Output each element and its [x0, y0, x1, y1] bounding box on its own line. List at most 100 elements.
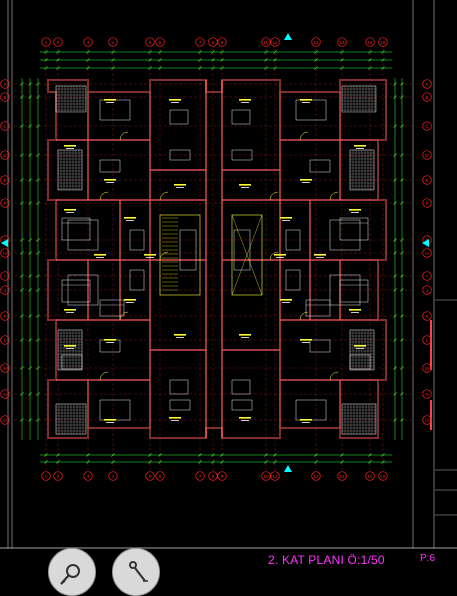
bed — [99, 299, 125, 317]
dimension-tick — [314, 453, 318, 457]
grid-bubble-label: 8 — [212, 474, 215, 479]
dimension-layer — [20, 50, 404, 464]
door-swing — [299, 131, 309, 141]
grid-bubble — [311, 471, 321, 481]
furniture-block — [329, 219, 361, 251]
grid-bubble — [53, 471, 63, 481]
room-label-mark — [300, 179, 312, 181]
grid-bubble-label: O — [425, 418, 429, 423]
grid-bubble-label: 9 — [221, 474, 224, 479]
grid-bubble-label: 15 — [380, 474, 386, 479]
dimension-tick — [264, 460, 268, 464]
dimension-tick — [56, 50, 60, 54]
measure-tool-button[interactable] — [48, 548, 96, 596]
grid-bubble — [311, 37, 321, 47]
room-area-mark — [66, 148, 74, 149]
dimension-tick — [393, 95, 397, 99]
dimension-tick — [44, 460, 48, 464]
grid-bubble-label: 8 — [212, 40, 215, 45]
grid-bubble — [53, 37, 63, 47]
grid-bubble-label: B — [3, 95, 6, 100]
grid-bubble — [0, 150, 10, 160]
dimension-tick — [400, 314, 404, 318]
grid-bubble-label: F — [426, 201, 429, 206]
brush-icon — [129, 561, 148, 582]
dimension-tick — [381, 66, 385, 70]
grid-bubble — [422, 79, 432, 89]
grid-bubble-label: D — [3, 153, 7, 158]
dimension-tick — [20, 338, 24, 342]
grid-bubble — [365, 37, 375, 47]
door-swing — [269, 191, 279, 201]
dimension-tick — [28, 238, 32, 242]
furniture-block — [285, 229, 301, 251]
dimension-tick — [381, 58, 385, 62]
dimension-tick — [20, 366, 24, 370]
grid-bubble-label: C — [3, 124, 7, 129]
grid-bubble — [0, 363, 10, 373]
room-area-mark — [66, 348, 74, 349]
outer-wall-inner — [47, 79, 387, 439]
room-area-mark — [302, 422, 310, 423]
dimension-tick — [36, 288, 40, 292]
grid-bubble-label: 10 — [263, 40, 269, 45]
grid-bubble — [108, 37, 118, 47]
grid-bubble — [422, 415, 432, 425]
dimension-tick — [20, 178, 24, 182]
grid-bubble-label: 5 — [149, 474, 152, 479]
dimension-tick — [28, 338, 32, 342]
grid-bubble-label: N — [425, 392, 428, 397]
dimension-tick — [264, 50, 268, 54]
room-label-mark — [104, 419, 116, 421]
room-area-mark — [302, 102, 310, 103]
dimension-tick — [28, 274, 32, 278]
grid-bubble — [270, 471, 280, 481]
furniture-block — [129, 269, 145, 291]
stair-outline — [159, 214, 201, 296]
grid-bubble — [337, 37, 347, 47]
dimension-tick — [86, 453, 90, 457]
grid-bubble-label: 11 — [273, 40, 278, 45]
room-label-mark — [104, 339, 116, 341]
room-area-mark — [241, 102, 249, 103]
dimension-tick — [314, 66, 318, 70]
dimension-tick — [28, 314, 32, 318]
grid-bubble-label: H — [3, 251, 6, 256]
hatched-balcony — [341, 403, 377, 435]
room-label-mark — [280, 217, 292, 219]
grid-bubble — [422, 311, 432, 321]
grid-bubble-label: L — [426, 338, 429, 343]
dimension-tick — [400, 392, 404, 396]
grid-bubble-label: J — [426, 288, 428, 293]
grid-bubble-label: H — [425, 251, 428, 256]
dimension-tick — [400, 238, 404, 242]
dimension-tick — [20, 238, 24, 242]
dimension-tick — [148, 50, 152, 54]
dimension-tick — [368, 66, 372, 70]
grid-bubble-label: 7 — [199, 40, 202, 45]
grid-bubble-label: E — [425, 178, 428, 183]
sheet-title-strip — [430, 320, 432, 430]
dimension-tick — [28, 153, 32, 157]
grid-bubble — [217, 37, 227, 47]
grid-bubble — [422, 150, 432, 160]
hatched-balcony — [341, 85, 377, 113]
room-label-layer — [64, 99, 366, 423]
dimension-tick — [381, 460, 385, 464]
grid-bubble-label: E — [3, 178, 6, 183]
grid-bubble-label: 12 — [313, 474, 319, 479]
grid-bubble — [41, 37, 51, 47]
draw-tool-button[interactable] — [112, 548, 160, 596]
room-area-mark — [106, 342, 114, 343]
grid-bubble-label: 4 — [112, 40, 115, 45]
grid-bubble — [155, 471, 165, 481]
grid-bubble-label: G — [3, 238, 7, 243]
dimension-tick — [86, 460, 90, 464]
room-area-mark — [106, 422, 114, 423]
grid-bubble — [422, 285, 432, 295]
dimension-tick — [400, 288, 404, 292]
room-label-mark — [174, 184, 186, 186]
grid-bubble-label: A — [425, 82, 428, 87]
dimension-tick — [400, 95, 404, 99]
grid-bubble — [145, 471, 155, 481]
